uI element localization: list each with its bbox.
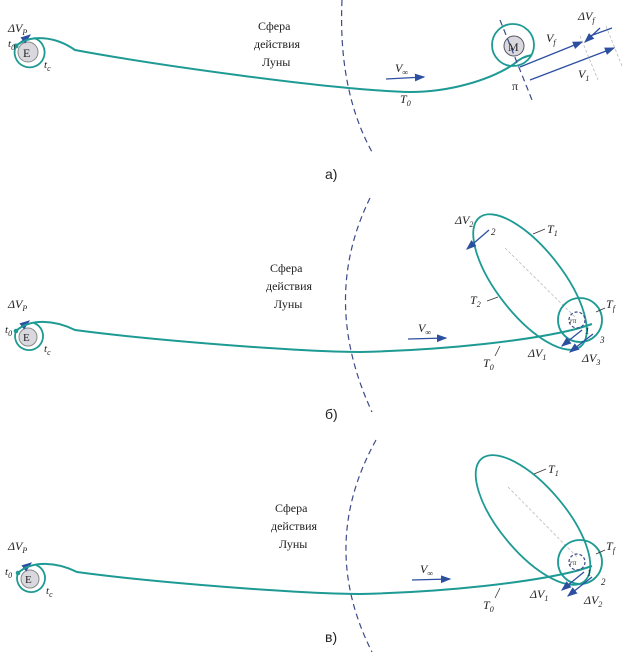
t1-label: T1 — [547, 222, 558, 238]
moon-label: M — [508, 40, 519, 54]
tc-label: tc — [46, 585, 53, 599]
orbit-tf — [557, 297, 603, 343]
sphere-label-line: действия — [271, 519, 318, 533]
vinf-label: V∞ — [418, 321, 431, 337]
t0-label: t0 — [5, 324, 12, 338]
vinf-arrow — [407, 334, 448, 343]
t0-label: t0 — [8, 38, 15, 52]
t0-trajectory-label: T0 — [483, 598, 494, 614]
vf-arrow — [519, 41, 584, 68]
sphere-label-line: действия — [254, 37, 301, 51]
panel-c-label: в) — [325, 629, 337, 645]
sphere-label-line: Луны — [279, 537, 307, 551]
sphere-label-line: Сфера — [270, 261, 303, 275]
parking-orbit — [14, 322, 44, 351]
dvp-label: ΔVP — [7, 539, 27, 555]
vinf-arrow — [385, 73, 426, 82]
moon-sphere-boundary — [344, 197, 373, 413]
pericenter-circle — [568, 553, 586, 571]
moon-sphere-boundary — [341, 0, 373, 153]
t0-trajectory-label: T0 — [400, 92, 411, 108]
dv1-arrow — [560, 571, 585, 591]
dvf-label: ΔVf — [577, 9, 596, 25]
trajectory-t0 — [15, 320, 593, 354]
dv2-arrow — [566, 576, 593, 597]
point-2-label: 2 — [601, 577, 606, 587]
moon-orbit — [491, 23, 535, 67]
t0-trajectory-label: T0 — [483, 356, 494, 372]
dv2-label: ΔV2 — [454, 213, 473, 229]
rpi-label: rπ — [570, 317, 577, 325]
orbit-t1 — [474, 454, 592, 586]
orbit-t1-t2 — [472, 213, 588, 351]
dv2-label: ΔV2 — [583, 593, 602, 609]
dv1-label: ΔV1 — [527, 346, 546, 362]
point-1-label: 1 — [585, 326, 590, 336]
moon-sphere-boundary — [345, 439, 377, 653]
panel-c: Сфера действия Луны E t0 tc ΔVP V∞ T0 rπ… — [5, 439, 617, 653]
t2-label: T2 — [470, 293, 481, 309]
trajectory-t0 — [17, 562, 593, 596]
vinf-arrow — [411, 575, 452, 584]
pericenter-circle — [568, 311, 586, 329]
sphere-label-line: Сфера — [258, 19, 291, 33]
t1-label: T1 — [548, 462, 559, 478]
vf-label: Vf — [546, 31, 557, 47]
panel-b-label: б) — [325, 406, 338, 422]
earth-label: E — [25, 574, 32, 586]
parking-orbit — [13, 37, 46, 69]
dim-line — [579, 35, 599, 81]
point-1-label: 1 — [587, 568, 592, 578]
panel-a-label: а) — [325, 166, 337, 182]
dv1-label: ΔV1 — [529, 587, 548, 603]
pericenter-label: π — [512, 79, 518, 93]
v1-label: V1 — [578, 67, 589, 83]
sphere-label-line: действия — [266, 279, 313, 293]
parking-orbit — [16, 564, 46, 593]
tc-label: tc — [44, 59, 51, 73]
dvp-label: ΔVP — [7, 297, 27, 313]
rpi-label: rπ — [570, 559, 577, 567]
sphere-label-line: Луны — [262, 55, 290, 69]
vinf-label: V∞ — [395, 61, 408, 77]
point-3-label: 3 — [599, 335, 605, 345]
panel-b: Сфера действия Луны E t0 tc ΔVP V∞ T0 rπ… — [5, 197, 617, 422]
vinf-label: V∞ — [420, 562, 433, 578]
tf-label: Tf — [606, 297, 617, 313]
point-2-label: 2 — [491, 227, 496, 237]
sphere-label-line: Луны — [274, 297, 302, 311]
sphere-label: Сфера действия Луны — [254, 19, 301, 69]
t0-label: t0 — [5, 566, 12, 580]
dv2-arrow — [466, 229, 490, 250]
earth-label: E — [23, 332, 30, 344]
trajectory-t0 — [15, 37, 533, 94]
apse-line — [507, 486, 579, 559]
apse-line — [499, 19, 533, 101]
dv3-arrow — [568, 333, 594, 353]
earth-label: E — [23, 46, 30, 60]
dv1-arrow — [560, 329, 583, 347]
sphere-label-line: Сфера — [275, 501, 308, 515]
tc-label: tc — [44, 343, 51, 357]
dim-line — [605, 25, 623, 67]
tf-label: Tf — [606, 539, 617, 555]
dvf-dim — [589, 27, 613, 37]
dvp-label: ΔVP — [7, 21, 27, 37]
orbit-tf — [557, 539, 603, 585]
apse-line — [504, 247, 577, 319]
panel-a: Сфера действия Луны E t0 tc ΔVP V∞ T0 M … — [7, 0, 623, 182]
v1-arrow — [529, 47, 616, 81]
dv3-label: ΔV3 — [581, 351, 600, 367]
